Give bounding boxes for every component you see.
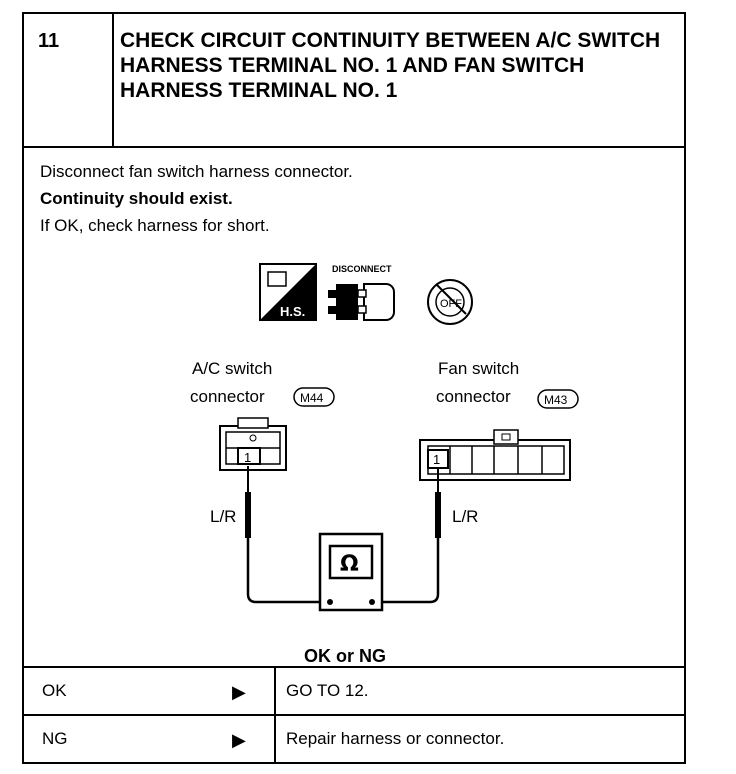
instruction-line-bold: Continuity should exist. xyxy=(40,189,233,208)
fan-terminal-number: 1 xyxy=(433,452,440,467)
fan-connector-label-2: connector xyxy=(436,387,511,406)
circuit-diagram: H.S. DISCONNECT OFF A/C switch connector… xyxy=(190,263,579,666)
step-number: 11 xyxy=(38,30,60,52)
off-label: OFF xyxy=(440,298,462,310)
right-probe xyxy=(376,468,441,604)
arrow-right-icon: ▶ xyxy=(232,730,246,750)
ac-terminal-number: 1 xyxy=(244,450,251,465)
result-row-ok: OK ▶ GO TO 12. xyxy=(24,666,684,716)
right-wire-color: L/R xyxy=(452,507,478,526)
left-probe xyxy=(245,466,326,604)
header-divider xyxy=(112,14,114,146)
ohm-symbol: Ω xyxy=(340,552,359,577)
row-divider xyxy=(274,668,276,716)
instruction-line: Disconnect fan switch harness connector. xyxy=(40,162,353,181)
disconnect-label: DISCONNECT xyxy=(332,264,392,274)
ac-connector-label-2: connector xyxy=(190,387,265,406)
result-action: Repair harness or connector. xyxy=(286,729,505,748)
fan-switch-connector: 1 xyxy=(419,429,571,481)
result-label: NG xyxy=(42,729,68,748)
fan-connector-id: M43 xyxy=(544,393,568,407)
result-label: OK xyxy=(42,681,67,700)
instruction-line: If OK, check harness for short. xyxy=(40,216,270,235)
result-question: OK or NG xyxy=(304,646,386,666)
fan-connector-label: Fan switch xyxy=(438,359,519,378)
harness-side-icon: H.S. xyxy=(259,263,317,321)
arrow-right-icon: ▶ xyxy=(232,682,246,702)
ac-connector-id: M44 xyxy=(300,391,324,405)
left-wire-color: L/R xyxy=(210,507,236,526)
step-title: CHECK CIRCUIT CONTINUITY BETWEEN A/C SWI… xyxy=(120,29,661,102)
row-divider xyxy=(274,716,276,764)
ac-switch-connector: 1 xyxy=(219,417,287,471)
instructions: Disconnect fan switch harness connector.… xyxy=(40,158,353,239)
disconnect-icon: DISCONNECT xyxy=(328,264,395,321)
ignition-off-icon: OFF xyxy=(427,279,473,325)
step-header: 11 CHECK CIRCUIT CONTINUITY BETWEEN A/C … xyxy=(24,14,684,148)
procedure-box: 11 CHECK CIRCUIT CONTINUITY BETWEEN A/C … xyxy=(22,12,686,764)
ohmmeter: Ω xyxy=(318,532,384,612)
result-row-ng: NG ▶ Repair harness or connector. xyxy=(24,714,684,764)
ac-connector-label: A/C switch xyxy=(192,359,272,378)
hs-label: H.S. xyxy=(280,304,305,319)
result-action: GO TO 12. xyxy=(286,681,369,700)
